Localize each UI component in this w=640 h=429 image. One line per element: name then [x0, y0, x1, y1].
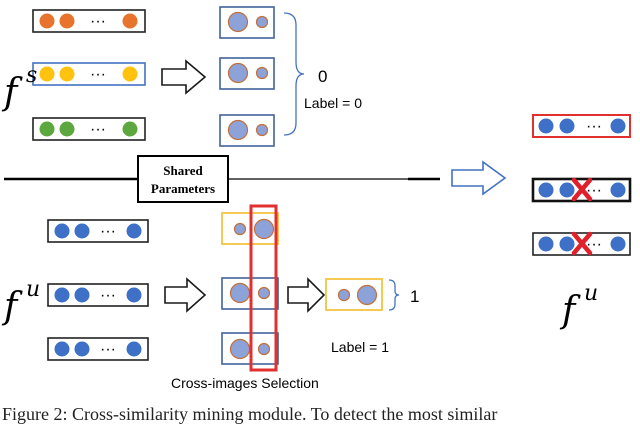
- output-feature-bar-selected: ···: [532, 114, 631, 138]
- small-circle-icon: [255, 123, 269, 137]
- svg-text:s: s: [26, 63, 37, 88]
- ellipsis: ···: [586, 118, 602, 135]
- output-feature-bar-rejected: ···: [531, 177, 632, 203]
- small-circle-icon: [233, 222, 247, 236]
- blue-circle-icon: [538, 236, 554, 252]
- fu-label-right: f u: [559, 281, 598, 331]
- blue-circle-icon: [559, 236, 575, 252]
- green-circle-icon: [122, 121, 138, 137]
- ellipsis: ···: [90, 121, 106, 138]
- large-circle-icon: [227, 62, 249, 84]
- large-circle-icon: [229, 282, 251, 304]
- svg-text:u: u: [26, 277, 40, 302]
- blue-circle-icon: [538, 182, 554, 198]
- blue-circle-icon: [610, 118, 626, 134]
- ellipsis: ···: [90, 66, 106, 83]
- blue-circle-icon: [74, 223, 90, 239]
- source-similarity-box: [219, 6, 275, 39]
- large-circle-icon: [227, 11, 249, 33]
- orange-circle-icon: [122, 13, 138, 29]
- shared-parameters-box: Shared Parameters: [137, 155, 229, 203]
- right-arrow-outline-icon: [161, 59, 207, 95]
- large-circle-icon: [227, 119, 249, 141]
- svg-text:f: f: [559, 290, 581, 331]
- yellow-circle-icon: [39, 66, 55, 82]
- target-feature-bar: ···: [47, 337, 149, 361]
- green-circle-icon: [59, 121, 75, 137]
- large-circle-icon: [356, 284, 378, 306]
- ellipsis: ···: [586, 182, 602, 199]
- blue-circle-icon: [126, 287, 142, 303]
- cross-images-selection-label: Cross-images Selection: [171, 375, 319, 391]
- blue-circle-icon: [126, 341, 142, 357]
- blue-circle-icon: [74, 341, 90, 357]
- label-zero: Label = 0: [304, 95, 362, 111]
- shared-label-line2: Parameters: [151, 181, 215, 196]
- orange-circle-icon: [39, 13, 55, 29]
- fu-label-left: f u: [1, 277, 40, 327]
- large-circle-icon: [229, 338, 251, 360]
- source-feature-bar-green: ···: [32, 117, 146, 141]
- selected-result-box: [325, 278, 383, 311]
- source-similarity-box: [219, 114, 275, 147]
- small-circle-icon: [255, 15, 269, 29]
- svg-text:f: f: [1, 286, 23, 327]
- right-curly-brace-icon: [388, 279, 400, 311]
- small-circle-icon: [257, 342, 271, 356]
- blue-circle-icon: [610, 182, 626, 198]
- blue-circle-icon: [54, 341, 70, 357]
- right-arrow-outline-icon: [164, 277, 207, 313]
- one-value: 1: [410, 287, 419, 306]
- ellipsis: ···: [90, 13, 106, 30]
- right-curly-brace-icon: [283, 12, 305, 136]
- yellow-circle-icon: [122, 66, 138, 82]
- blue-circle-icon: [126, 223, 142, 239]
- blue-circle-icon: [610, 236, 626, 252]
- svg-text:u: u: [584, 281, 598, 306]
- zero-value: 0: [318, 67, 327, 86]
- small-circle-icon: [337, 288, 351, 302]
- fs-label: f s: [1, 63, 37, 113]
- small-circle-icon: [257, 286, 271, 300]
- blue-circle-icon: [54, 223, 70, 239]
- shared-label-line1: Shared: [163, 163, 203, 178]
- blue-circle-icon: [54, 287, 70, 303]
- ellipsis: ···: [100, 341, 116, 358]
- ellipsis: ···: [100, 287, 116, 304]
- ellipsis: ···: [586, 236, 602, 253]
- cross-image-selection-column: [249, 204, 278, 372]
- large-circle-icon: [253, 218, 275, 240]
- ellipsis: ···: [100, 223, 116, 240]
- right-arrow-outline-icon: [451, 160, 507, 196]
- source-similarity-box: [219, 57, 275, 90]
- blue-circle-icon: [538, 118, 554, 134]
- x-cross-icon: [571, 177, 593, 202]
- blue-circle-icon: [74, 287, 90, 303]
- x-cross-icon: [571, 231, 593, 256]
- target-feature-bar: ···: [47, 219, 149, 243]
- source-feature-bar-orange: ···: [32, 9, 146, 33]
- source-feature-bar-yellow: ···: [32, 62, 146, 86]
- right-arrow-outline-icon: [287, 277, 326, 313]
- green-circle-icon: [39, 121, 55, 137]
- target-feature-bar: ···: [47, 283, 149, 307]
- yellow-circle-icon: [59, 66, 75, 82]
- blue-circle-icon: [559, 182, 575, 198]
- orange-circle-icon: [59, 13, 75, 29]
- svg-text:f: f: [1, 72, 23, 113]
- small-circle-icon: [255, 66, 269, 80]
- label-one: Label = 1: [331, 339, 389, 355]
- blue-circle-icon: [559, 118, 575, 134]
- figure-caption: Figure 2: Cross-similarity mining module…: [2, 404, 498, 424]
- output-feature-bar-rejected: ···: [532, 231, 631, 256]
